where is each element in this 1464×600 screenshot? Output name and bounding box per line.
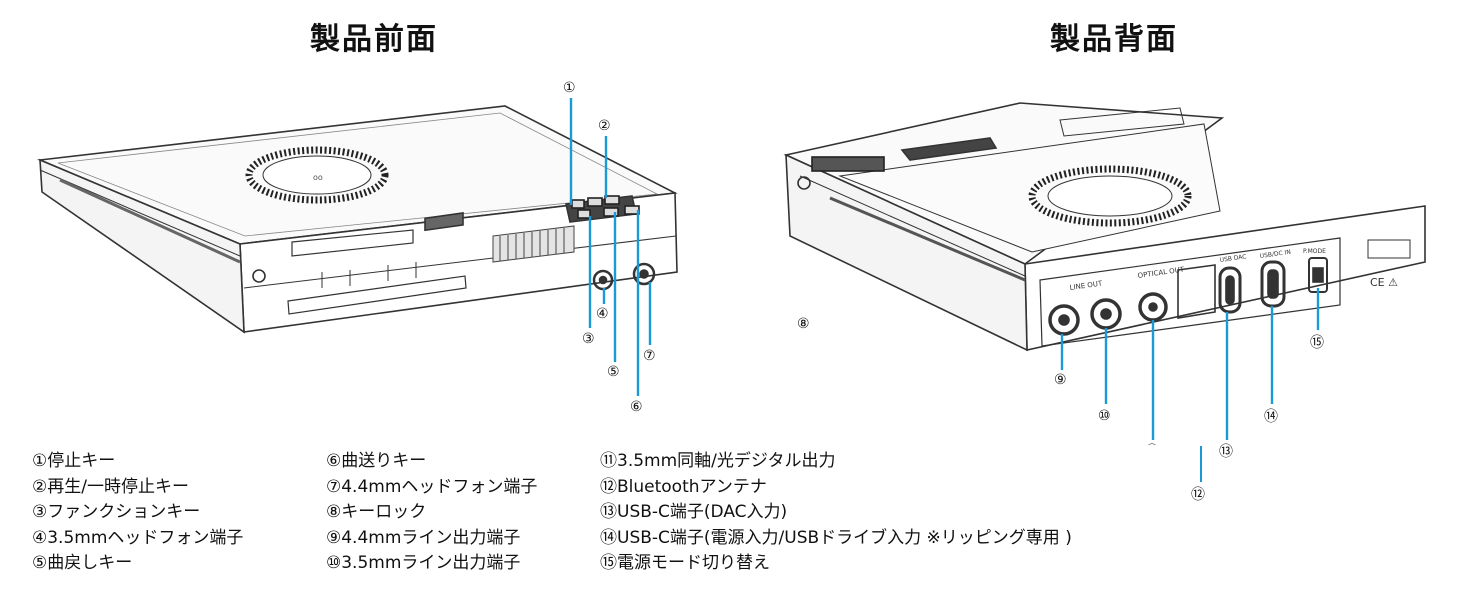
marker-3: ③ bbox=[582, 331, 595, 347]
marker-14: ⑭ bbox=[1264, 409, 1278, 425]
legend-item: ⑥曲送りキー bbox=[326, 451, 427, 471]
legend-column-1: ①停止キー ②再生/一時停止キー ③ファンクションキー ④3.5mmヘッドフォン… bbox=[32, 449, 243, 577]
legend-item: ①停止キー bbox=[32, 451, 116, 471]
legend-item: ⑦4.4mmヘッドフォン端子 bbox=[326, 476, 538, 497]
marker-9: ⑨ bbox=[1054, 372, 1067, 388]
marker-5: ⑤ bbox=[607, 364, 620, 380]
marker-15: ⑮ bbox=[1310, 335, 1324, 351]
callout-line-12 bbox=[1200, 446, 1202, 482]
legend-item: ⑬USB-C端子(DAC入力) bbox=[600, 502, 788, 522]
marker-2: ② bbox=[598, 118, 611, 134]
marker-4: ④ bbox=[596, 306, 609, 322]
callout-lines bbox=[569, 98, 1320, 440]
callout-markers: ① ② ③ ④ ⑤ ⑥ ⑦ ⑧ ⑨ ⑩ ⑪ bbox=[563, 80, 1159, 445]
marker-12: ⑫ bbox=[1191, 487, 1205, 503]
front-view-title: 製品前面 bbox=[310, 22, 438, 57]
marker-10: ⑩ bbox=[1098, 408, 1111, 424]
legend-item: ⑤曲戻しキー bbox=[32, 553, 133, 573]
legend-item: ④3.5mmヘッドフォン端子 bbox=[32, 527, 244, 548]
legend-item: ⑭USB-C端子(電源入力/USBドライブ入力 ※リッピング専用 ) bbox=[600, 527, 1072, 548]
legend-item: ⑪3.5mm同軸/光デジタル出力 bbox=[600, 451, 836, 471]
svg-text:oo: oo bbox=[313, 173, 323, 182]
legend-column-2: ⑥曲送りキー ⑦4.4mmヘッドフォン端子 ⑧キーロック ⑨4.4mmライン出力… bbox=[326, 449, 537, 577]
legend-item: ⑧キーロック bbox=[326, 502, 427, 522]
legend-column-3: ⑪3.5mm同軸/光デジタル出力 ⑫Bluetoothアンテナ ⑬USB-C端子… bbox=[600, 449, 1072, 577]
marker-1: ① bbox=[563, 80, 576, 96]
svg-text:CE ⚠: CE ⚠ bbox=[1370, 276, 1398, 289]
front-display-grille bbox=[492, 225, 575, 263]
legend-item: ③ファンクションキー bbox=[32, 502, 201, 522]
legend-item: ⑫Bluetoothアンテナ bbox=[600, 476, 767, 497]
legend-item: ②再生/一時停止キー bbox=[32, 476, 189, 497]
p-mode-label: P.MODE bbox=[1303, 248, 1326, 255]
marker-8: ⑧ bbox=[797, 316, 810, 332]
legend-item: ⑮電源モード切り替え bbox=[600, 553, 770, 573]
back-device: CE ⚠ LINE OUT OPTICAL OUT USB DAC USB/DC… bbox=[783, 102, 1426, 352]
legend-item: ⑨4.4mmライン出力端子 bbox=[326, 527, 521, 548]
marker-13: ⑬ bbox=[1219, 444, 1233, 460]
usb-dac-label: USB DAC bbox=[1219, 253, 1247, 264]
marker-6: ⑥ bbox=[630, 399, 643, 415]
usb-dc-in-label: USB/DC IN bbox=[1259, 249, 1291, 260]
back-view-title: 製品背面 bbox=[1050, 22, 1178, 57]
product-diagram: oo CE ⚠ bbox=[36, 80, 1426, 445]
front-device: oo bbox=[36, 105, 678, 334]
marker-11: ⑪ bbox=[1145, 444, 1159, 445]
legend-item: ⑩3.5mmライン出力端子 bbox=[326, 553, 521, 573]
marker-7: ⑦ bbox=[643, 348, 656, 364]
